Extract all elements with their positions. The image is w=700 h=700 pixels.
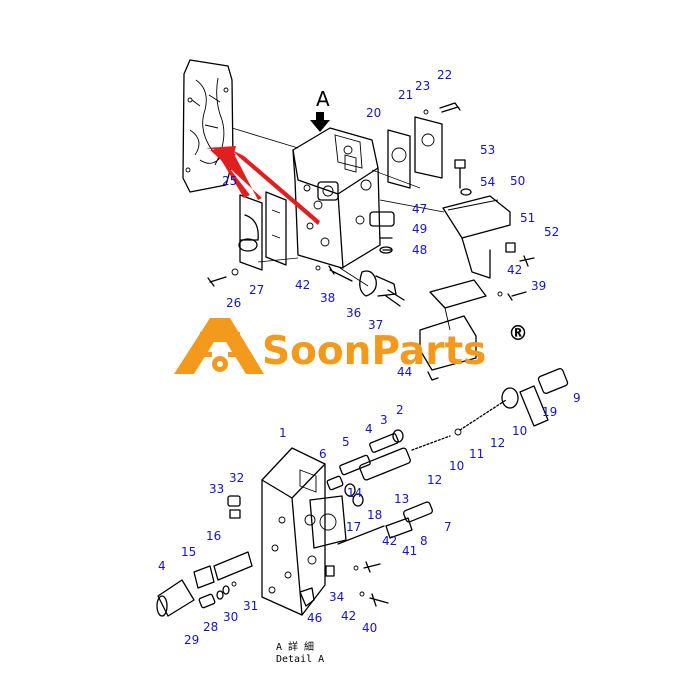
bracket-lower bbox=[419, 279, 487, 371]
registered-mark: ® bbox=[508, 321, 528, 345]
callout-42-c42a: 42 bbox=[507, 263, 522, 277]
callout-25-c25a: 25 bbox=[222, 174, 237, 188]
callout-20-c20a: 20 bbox=[366, 106, 381, 120]
cover-part-25 bbox=[238, 191, 287, 271]
detail-caption-en: Detail A bbox=[276, 654, 324, 665]
callout-54-c54: 54 bbox=[480, 175, 495, 189]
spool-parts-7-8 bbox=[337, 501, 433, 573]
red-arrows bbox=[206, 146, 320, 225]
callout-49-c49: 49 bbox=[412, 222, 427, 236]
assembly-lines-top bbox=[231, 127, 445, 287]
callout-11-c11: 11 bbox=[469, 447, 484, 461]
callout-19-c19: 19 bbox=[542, 405, 557, 419]
callout-51-c51: 51 bbox=[520, 211, 535, 225]
fittings-34-46-40 bbox=[299, 565, 389, 607]
callout-18-c18: 18 bbox=[367, 508, 382, 522]
callout-12-c12a: 12 bbox=[490, 436, 505, 450]
small-parts-28-31 bbox=[198, 581, 237, 609]
callout-42-c42b: 42 bbox=[295, 278, 310, 292]
callout-3-c3: 3 bbox=[380, 413, 388, 427]
callout-31-c31: 31 bbox=[243, 599, 258, 613]
view-letter: A bbox=[316, 87, 330, 111]
logo-emblem bbox=[174, 318, 264, 374]
valve-body-bottom bbox=[261, 447, 326, 616]
callout-4-c4b: 4 bbox=[158, 559, 166, 573]
callout-29-c29: 29 bbox=[184, 633, 199, 647]
callout-40-c40: 40 bbox=[362, 621, 377, 635]
callout-39-c39: 39 bbox=[531, 279, 546, 293]
callout-12-c12b: 12 bbox=[427, 473, 442, 487]
callout-26-c26: 26 bbox=[226, 296, 241, 310]
bracket-50 bbox=[442, 195, 511, 279]
bolts-51-52 bbox=[505, 242, 535, 267]
callout-53-c53: 53 bbox=[480, 143, 495, 157]
callout-27-c27: 27 bbox=[249, 283, 264, 297]
callout-5-c5: 5 bbox=[342, 435, 350, 449]
callout-23-c23a: 23 bbox=[415, 79, 430, 93]
callout-52-c52: 52 bbox=[544, 225, 559, 239]
spool-assembly-upper bbox=[326, 368, 569, 507]
callout-38-c38: 38 bbox=[320, 291, 335, 305]
brand-name: SoonParts bbox=[262, 329, 486, 374]
view-arrow-a: A bbox=[310, 87, 330, 132]
callout-4-c4a: 4 bbox=[365, 422, 373, 436]
callout-15-c15: 15 bbox=[181, 545, 196, 559]
solenoid-47 bbox=[369, 211, 395, 254]
callout-48-c48: 48 bbox=[412, 243, 427, 257]
callout-28-c28: 28 bbox=[203, 620, 218, 634]
callout-32-c32: 32 bbox=[229, 471, 244, 485]
detail-caption-jp: A 詳 細 bbox=[276, 640, 314, 653]
callout-47-c47: 47 bbox=[412, 202, 427, 216]
callout-37-c37: 37 bbox=[368, 318, 383, 332]
soonparts-logo: SoonParts ® bbox=[174, 318, 528, 374]
callout-8-c8: 8 bbox=[420, 534, 428, 548]
bolt-53 bbox=[454, 159, 472, 196]
callout-2-c2: 2 bbox=[396, 403, 404, 417]
callout-10-c10a: 10 bbox=[512, 424, 527, 438]
callout-30-c30: 30 bbox=[223, 610, 238, 624]
callout-46-c46: 46 bbox=[307, 611, 322, 625]
callout-50-c50: 50 bbox=[510, 174, 525, 188]
callout-34-c34: 34 bbox=[329, 590, 344, 604]
callout-17-c17: 17 bbox=[346, 520, 361, 534]
callout-42-c42c: 42 bbox=[382, 534, 397, 548]
callout-36-c36: 36 bbox=[346, 306, 361, 320]
callout-42-c42d: 42 bbox=[341, 609, 356, 623]
callout-1-c1: 1 bbox=[279, 426, 287, 440]
callout-22-c22a: 22 bbox=[437, 68, 452, 82]
spool-assembly-left bbox=[156, 495, 253, 617]
bolts-top-misc bbox=[207, 265, 527, 381]
callout-13-c13: 13 bbox=[394, 492, 409, 506]
side-cover-17 bbox=[309, 495, 347, 549]
separator-plate bbox=[182, 59, 234, 193]
callout-10-c10b: 10 bbox=[449, 459, 464, 473]
callout-7-c7: 7 bbox=[444, 520, 452, 534]
cover-plate-21 bbox=[387, 102, 461, 189]
callout-41-c41: 41 bbox=[402, 544, 417, 558]
callout-33-c33: 33 bbox=[209, 482, 224, 496]
callout-6-c6: 6 bbox=[319, 447, 327, 461]
callout-16-c16: 16 bbox=[206, 529, 221, 543]
callout-21-c21a: 21 bbox=[398, 88, 413, 102]
callout-9-c9: 9 bbox=[573, 391, 581, 405]
valve-body-top bbox=[292, 127, 381, 269]
callout-44-c44: 44 bbox=[397, 365, 412, 379]
callout-14-c14: 14 bbox=[347, 486, 362, 500]
